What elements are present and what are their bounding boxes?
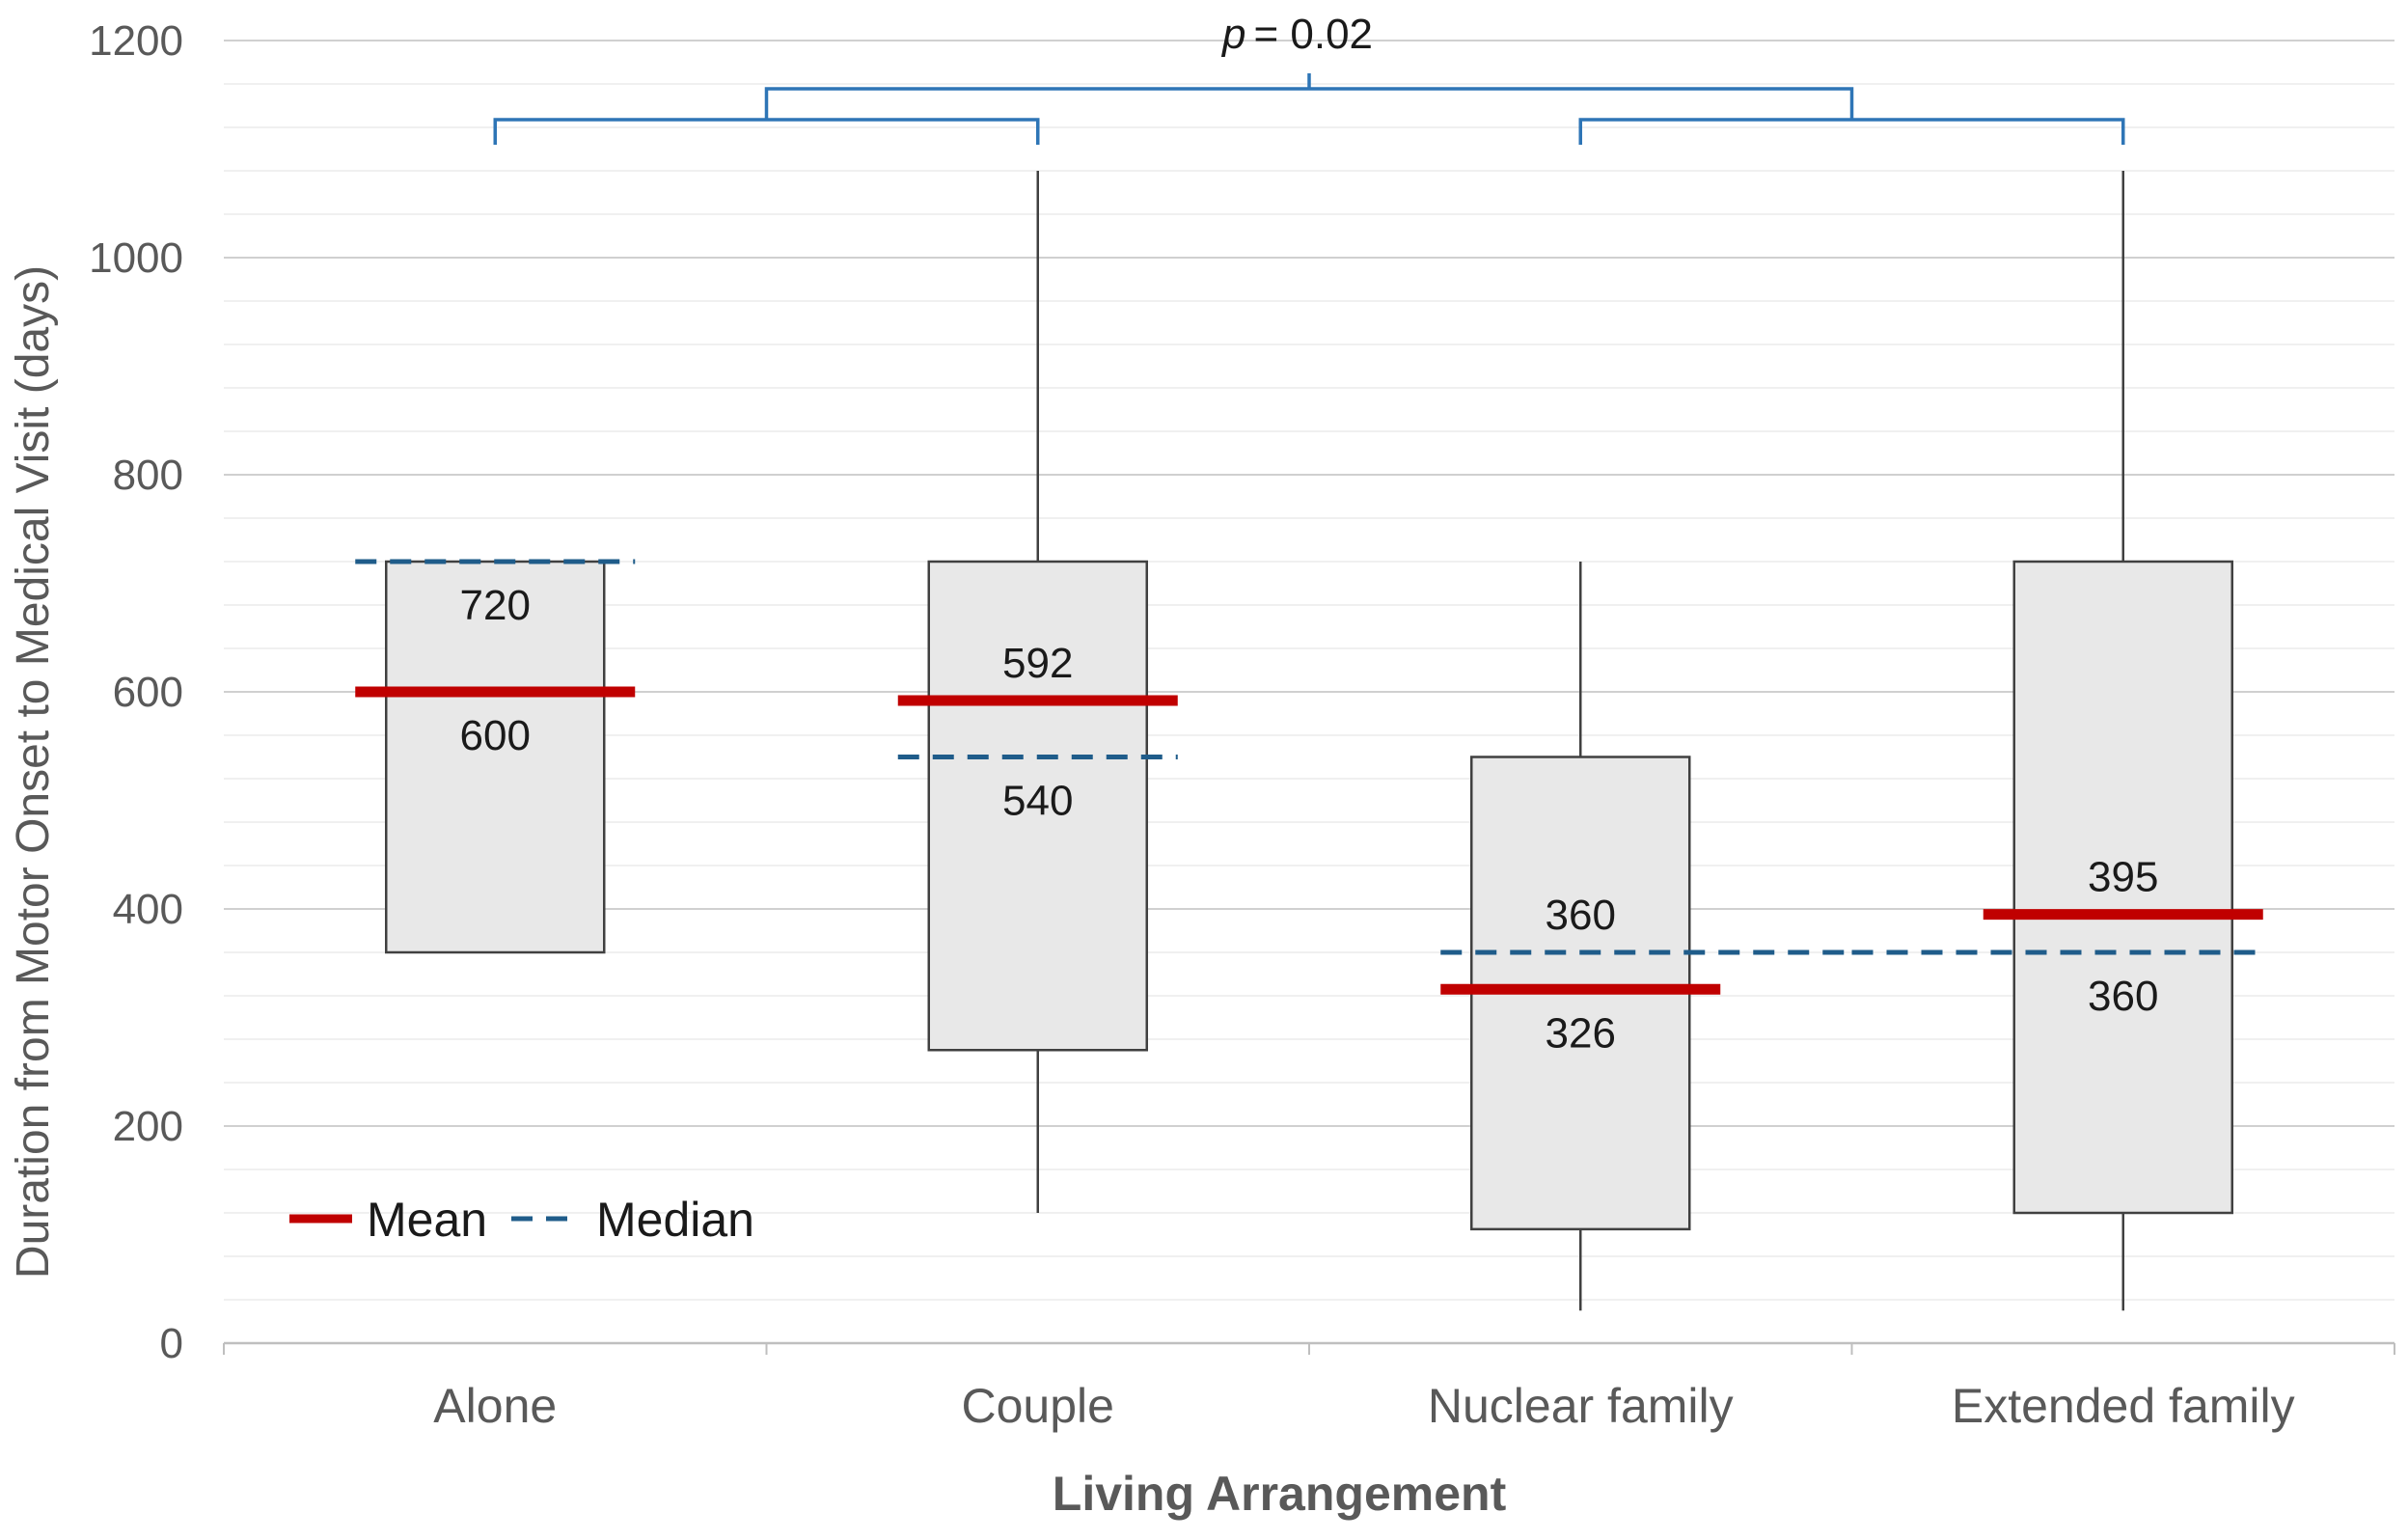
x-tick-label: Nuclear family: [1428, 1379, 1734, 1433]
median-value-label: 360: [1546, 892, 1616, 939]
y-tick-label: 1200: [89, 17, 183, 65]
label-layer: 720 600 592 540 360 326 395 360: [460, 582, 2159, 1057]
mean-value-label: 592: [1002, 640, 1073, 687]
mean-value-label: 600: [460, 712, 531, 759]
p-value-text: = 0.02: [1253, 11, 1373, 58]
y-tick-label: 1000: [89, 234, 183, 282]
y-tick-label: 400: [113, 886, 183, 933]
bracket-top: [764, 87, 1854, 120]
bracket-pair: [493, 118, 1040, 145]
x-tick-label: Extended family: [1952, 1379, 2295, 1433]
y-tick-label: 800: [113, 452, 183, 499]
median-value-label: 360: [2088, 973, 2158, 1020]
box-layer: [355, 171, 2263, 1311]
median-value-label: 720: [460, 582, 531, 629]
box-iqr: [2012, 560, 2233, 1215]
y-tick-label: 0: [160, 1320, 183, 1367]
significance-bracket: [493, 73, 2125, 145]
y-axis-title: Duration from Motor Onset to Medical Vis…: [8, 265, 59, 1279]
legend: Mean Median: [289, 1193, 754, 1247]
box-group: [2012, 171, 2233, 1311]
legend-mean-label: Mean: [367, 1193, 487, 1247]
box-iqr: [927, 560, 1148, 1052]
median-value-label: 540: [1002, 778, 1073, 825]
x-tick-label: Alone: [433, 1379, 557, 1433]
y-tick-label: 600: [113, 669, 183, 716]
x-axis-title: Living Arrangement: [1053, 1467, 1507, 1521]
x-tick-label: Couple: [962, 1379, 1114, 1433]
mean-value-label: 395: [2088, 854, 2158, 901]
legend-median-label: Median: [596, 1193, 754, 1247]
p-value-symbol: p: [1220, 11, 1245, 58]
y-tick-label: 200: [113, 1103, 183, 1150]
bracket-pair: [1578, 118, 2125, 145]
box-iqr: [385, 560, 606, 954]
box-group: [927, 171, 1148, 1213]
box-group: [385, 560, 606, 954]
mean-value-label: 326: [1546, 1009, 1616, 1057]
p-value-annotation: p= 0.02: [1220, 11, 1373, 58]
